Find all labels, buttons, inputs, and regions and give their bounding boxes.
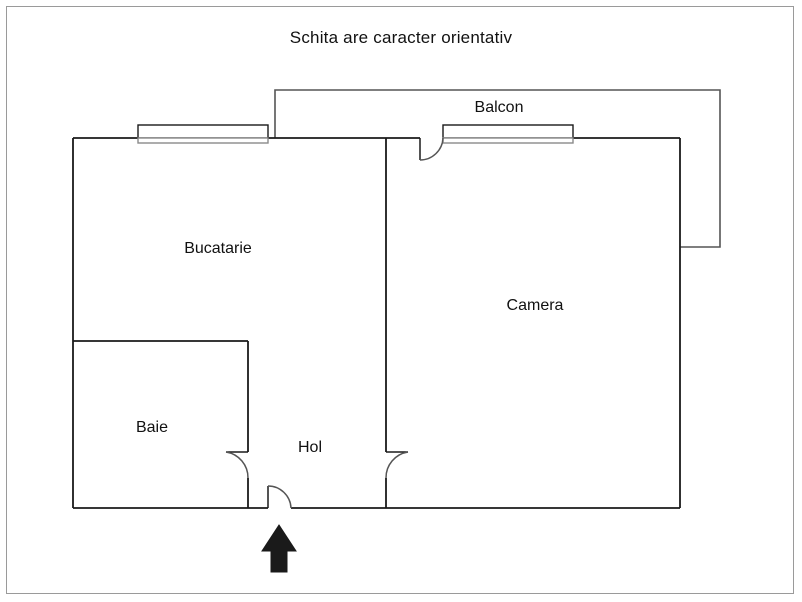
kitchen-window-icon <box>137 124 269 144</box>
balcony-door-icon <box>419 137 444 161</box>
entrance-door-icon <box>267 485 292 509</box>
room-label-hol: Hol <box>297 439 323 456</box>
balcony-outline <box>274 89 721 248</box>
room-label-balcon: Balcon <box>474 99 524 116</box>
room-label-bucatarie: Bucatarie <box>184 240 252 257</box>
interior-walls <box>73 138 387 508</box>
page-border <box>6 6 794 594</box>
bathroom-door-icon <box>225 451 249 479</box>
page-title: Schita are caracter orientativ <box>289 28 513 47</box>
apartment-outline <box>72 137 681 509</box>
room-label-baie: Baie <box>135 419 169 436</box>
entrance-arrow-icon <box>261 524 297 573</box>
room-label-camera: Camera <box>506 297 564 314</box>
camera-door-icon <box>385 451 409 479</box>
balcony-window-icon <box>442 124 574 144</box>
